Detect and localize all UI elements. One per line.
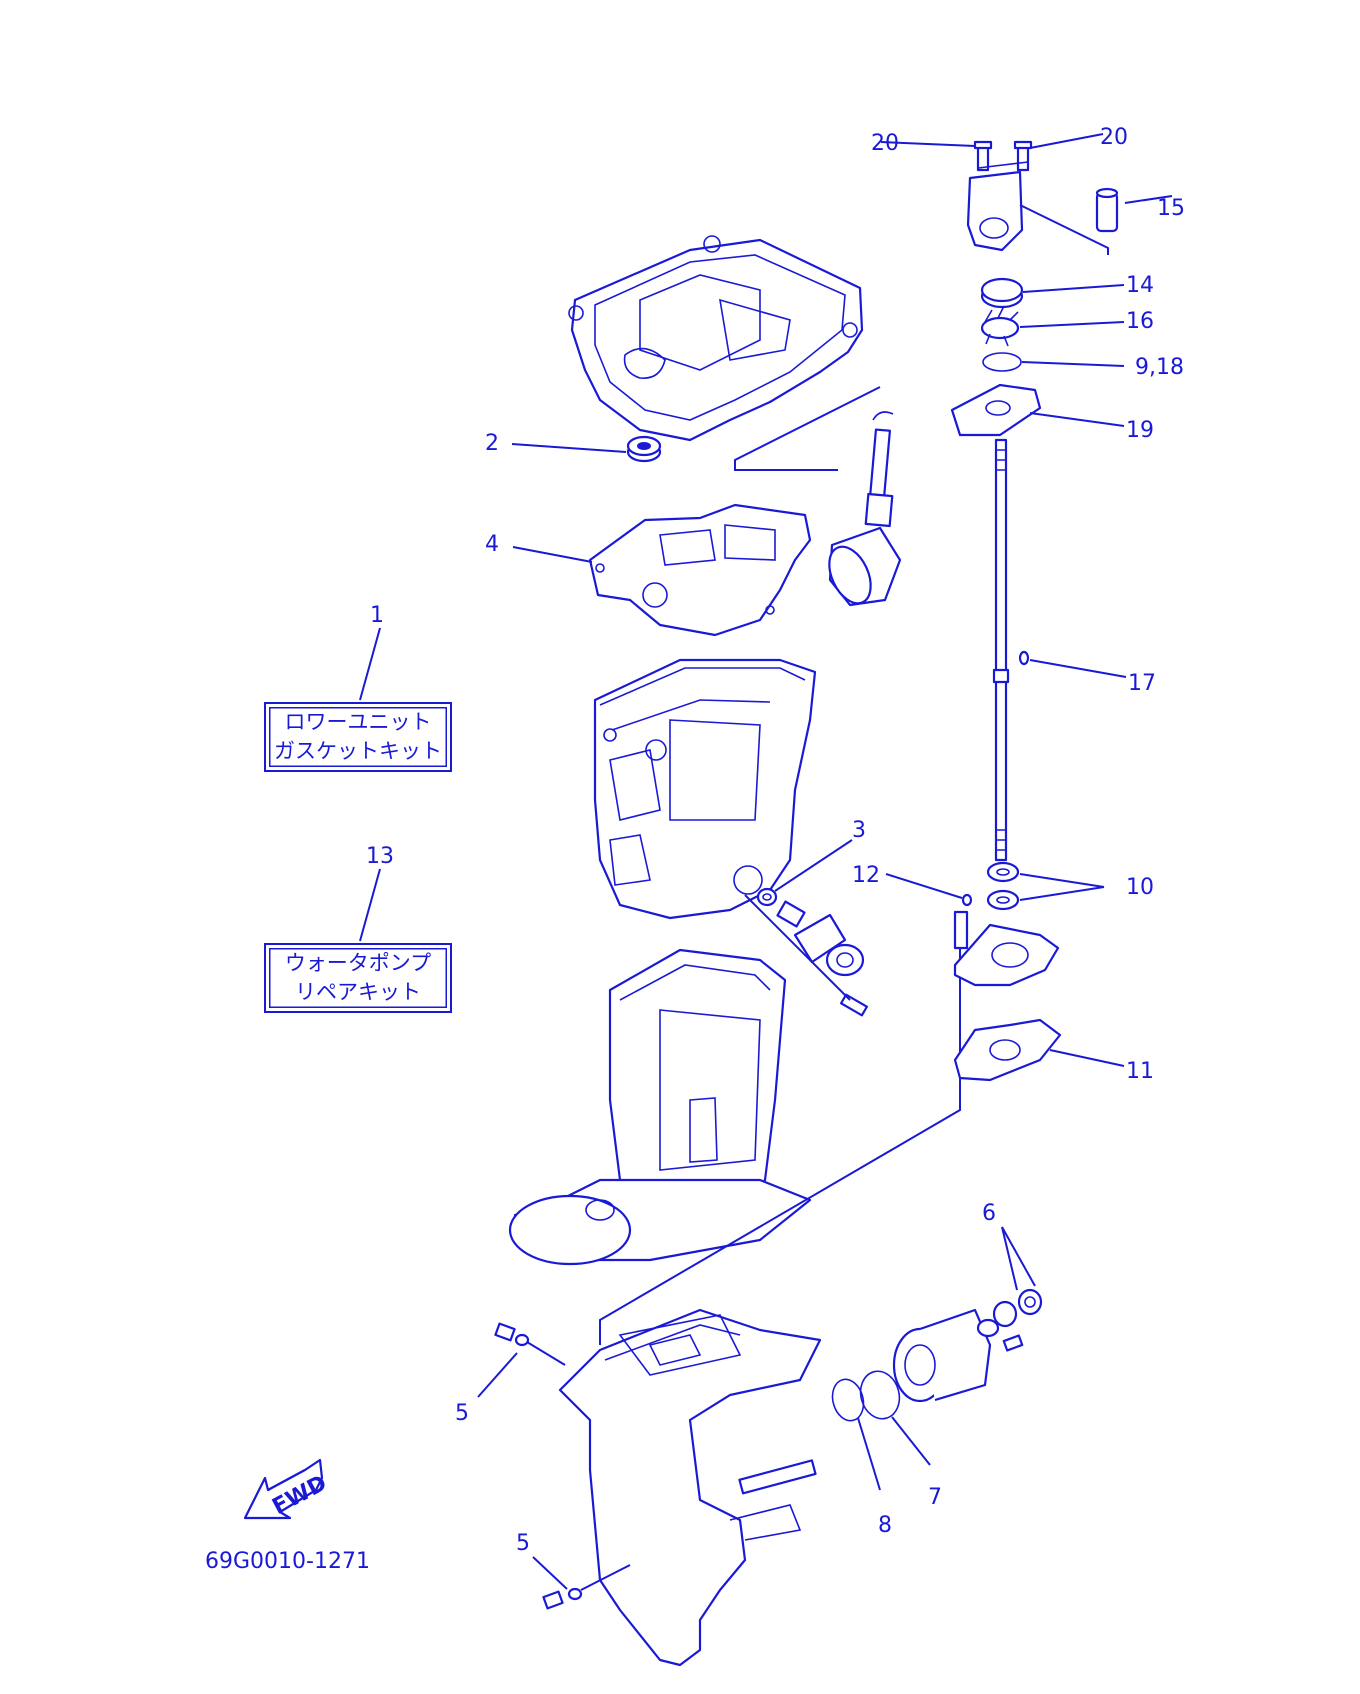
o-ring-7 bbox=[859, 1370, 901, 1420]
oil-seal-2 bbox=[626, 435, 662, 463]
upper-casing-leader-frame bbox=[734, 386, 881, 471]
drawing-code: 69G0010-1271 bbox=[205, 1549, 370, 1574]
washer-3 bbox=[756, 887, 778, 907]
callout-10: 10 bbox=[1126, 875, 1154, 900]
callout-17: 17 bbox=[1128, 671, 1156, 696]
callout-11: 11 bbox=[1126, 1059, 1154, 1084]
callout-9-18: 9,18 bbox=[1135, 355, 1184, 380]
callout-16: 16 bbox=[1126, 309, 1154, 334]
water-tube-15 bbox=[1095, 187, 1119, 233]
callout-12: 12 bbox=[852, 863, 880, 888]
oil-seal-housing bbox=[953, 910, 1060, 987]
callout-14: 14 bbox=[1126, 273, 1154, 298]
bolt-5-lower bbox=[542, 1587, 583, 1610]
grommet bbox=[793, 913, 847, 964]
callout-2: 2 bbox=[485, 431, 499, 456]
callout-1: 1 bbox=[370, 603, 384, 628]
plug-bolt bbox=[776, 900, 806, 928]
callout-3: 3 bbox=[852, 818, 866, 843]
oil-seal-6 bbox=[992, 1288, 1043, 1328]
callout-20-right: 20 bbox=[1100, 125, 1128, 150]
screw bbox=[840, 993, 868, 1017]
callout-4: 4 bbox=[485, 532, 499, 557]
callout-5-upper: 5 bbox=[455, 1401, 469, 1426]
o-ring-9-18 bbox=[982, 352, 1022, 372]
lower-casing bbox=[558, 1308, 822, 1667]
water-pump-kit-line2: リペアキット bbox=[295, 980, 421, 1004]
callout-19: 19 bbox=[1126, 418, 1154, 443]
impeller-16 bbox=[980, 305, 1020, 347]
o-ring-8 bbox=[831, 1378, 865, 1422]
fwd-arrow-icon: FWD bbox=[243, 1458, 331, 1520]
water-pump-kit-box: ウォータポンプ リペアキット bbox=[264, 943, 452, 1013]
callout-8: 8 bbox=[878, 1513, 892, 1538]
outer-plate-19 bbox=[950, 383, 1042, 437]
callout-20-left: 20 bbox=[871, 131, 899, 156]
propeller-shaft bbox=[738, 1459, 817, 1495]
upper-casing bbox=[593, 658, 817, 920]
woodruff-key-17 bbox=[1018, 650, 1030, 666]
upper-casing-top bbox=[568, 235, 864, 442]
water-pump-housing bbox=[966, 161, 1109, 255]
dowel-pin-12 bbox=[961, 893, 973, 907]
callout-7: 7 bbox=[928, 1485, 942, 1510]
callout-5-lower: 5 bbox=[516, 1531, 530, 1556]
propeller-shaft-housing bbox=[892, 1308, 1024, 1403]
drive-shaft bbox=[992, 438, 1010, 862]
water-tube-seal bbox=[825, 943, 865, 977]
callout-13: 13 bbox=[366, 844, 394, 869]
gasket-4 bbox=[588, 503, 812, 637]
bolts-20 bbox=[973, 140, 1033, 172]
oil-strainer bbox=[828, 411, 902, 607]
insert-cartridge-14 bbox=[980, 277, 1024, 309]
oil-seal-10 bbox=[986, 861, 1020, 911]
drive-shaft-housing bbox=[508, 948, 812, 1266]
callout-15: 15 bbox=[1157, 196, 1185, 221]
bolt-5-upper bbox=[494, 1322, 530, 1347]
gasket-kit-line2: ガスケットキット bbox=[274, 739, 442, 763]
callout-6: 6 bbox=[982, 1201, 996, 1226]
gasket-11 bbox=[953, 1018, 1062, 1082]
water-pump-kit-line1: ウォータポンプ bbox=[284, 951, 432, 975]
gasket-kit-line1: ロワーユニット bbox=[284, 710, 432, 734]
gasket-kit-box: ロワーユニット ガスケットキット bbox=[264, 702, 452, 772]
